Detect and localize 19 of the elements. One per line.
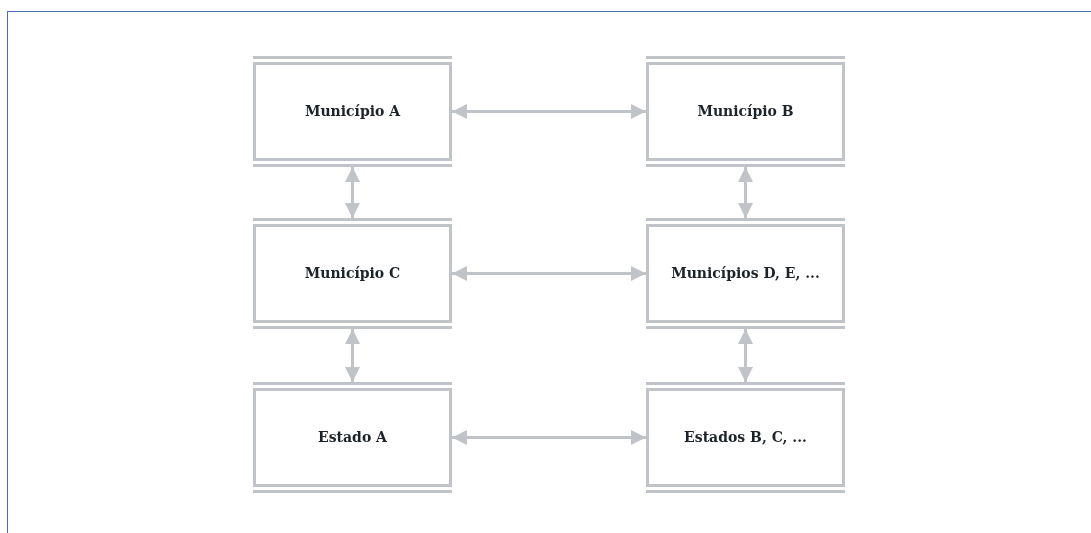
node-label: Municípios D, E, ... (671, 264, 820, 283)
node-label: Estados B, C, ... (684, 428, 807, 447)
double-arrow (345, 167, 360, 218)
box-node (646, 56, 845, 167)
double-arrow (452, 104, 646, 119)
double-arrow (452, 430, 646, 445)
double-arrow (738, 329, 753, 382)
box-node (253, 382, 452, 493)
node-label: Município C (304, 264, 401, 283)
box-node (253, 218, 452, 329)
double-arrow (738, 167, 753, 218)
double-arrow (452, 266, 646, 281)
box-node (646, 382, 845, 493)
double-arrow (345, 329, 360, 382)
box-node (646, 218, 845, 329)
node-label: Estado A (318, 428, 387, 447)
node-label: Município A (304, 102, 401, 121)
node-label: Município B (697, 102, 794, 121)
box-node (253, 56, 452, 167)
